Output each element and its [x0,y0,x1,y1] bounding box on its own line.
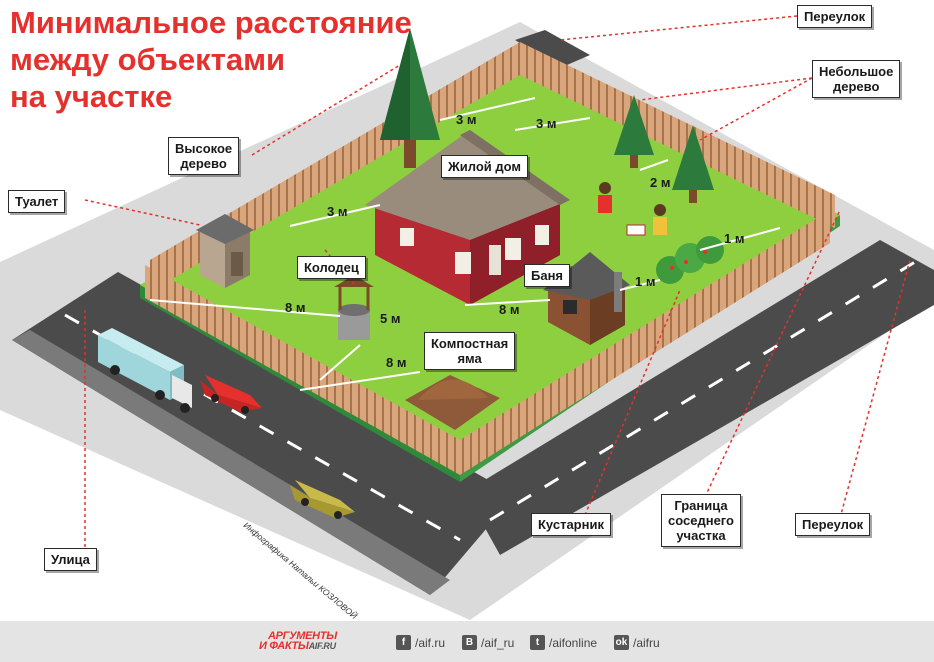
label-toilet: Туалет [8,190,66,213]
social-text-twitter: /aifonline [549,635,598,650]
label-small-tree: Небольшое дерево [812,60,901,98]
tall-tree [380,28,440,168]
toilet-building [196,214,254,288]
distance-compost-well: 8 м [386,355,407,370]
label-street: Улица [44,548,97,571]
distance-small-tree: 2 м [650,175,671,190]
logo-bottom-text: И ФАКТЫAIF.RU [259,640,336,652]
social-link-vk[interactable]: B /aif_ru [462,634,514,651]
label-border: Граница соседнего участка [661,494,741,547]
fence-front-right [460,210,830,475]
title-line-2: между объектами [10,42,286,77]
small-tree-1 [614,95,654,168]
distance-well-street: 8 м [285,300,306,315]
distance-arrows [149,97,781,391]
label-house: Жилой дом [441,155,529,178]
distance-bath-shrub: 1 м [635,274,656,289]
street-sidewalk [12,330,450,595]
vk-icon: B [462,635,477,650]
title-line-1: Минимальное расстояние [10,5,412,40]
people-group [598,182,667,236]
odnoklassniki-icon: ok [614,635,629,650]
small-tree-2 [672,125,714,203]
logo-top-text: АРГУМЕНТЫ [268,630,337,642]
social-text-facebook: /aif.ru [415,635,446,650]
lane-right-road [465,240,934,555]
social-text-odnoklassniki: /aifru [633,635,660,650]
logo-site: AIF.RU [308,641,337,651]
distance-shrub-border: 1 м [724,231,745,246]
distance-well-compost: 5 м [380,311,401,326]
distance-tree-fence: 3 м [456,112,477,127]
logo-bottom-word: И ФАКТЫ [259,640,309,652]
title-line-3: на участке [10,79,173,114]
fence-front-left [145,265,460,475]
social-link-odnoklassniki[interactable]: ok /aifru [614,634,660,651]
label-lane-top: Переулок [797,5,873,28]
social-link-facebook[interactable]: f /aif.ru [396,634,445,651]
social-link-twitter[interactable]: t /aifonline [530,634,597,651]
compost-pit [405,375,500,430]
label-bath: Баня [524,264,571,287]
social-text-vk: /aif_ru [481,635,515,650]
fence-back-right [520,42,835,228]
label-well: Колодец [297,256,366,279]
distance-tree-house: 3 м [536,116,557,131]
distance-toilet-house: 3 м [327,204,348,219]
label-compost: Компостная яма [424,332,516,370]
label-lane-right: Переулок [795,513,871,536]
label-tall-tree: Высокое дерево [168,137,240,175]
label-shrub: Кустарник [531,513,611,536]
truck [98,328,192,413]
well [334,275,374,340]
aif-logo[interactable]: АРГУМЕНТЫ И ФАКТЫAIF.RU [259,630,391,654]
twitter-icon: t [530,635,545,650]
house-building [365,130,570,305]
bath-building [543,252,630,345]
red-car [200,375,262,414]
lane-top-road [515,30,590,68]
shrubs [656,236,724,284]
facebook-icon: f [396,635,411,650]
leader-lines [84,15,911,550]
yellow-car [290,480,355,519]
page-title: Минимальное расстояние между объектами н… [10,4,480,115]
distance-bath-house: 8 м [499,302,520,317]
